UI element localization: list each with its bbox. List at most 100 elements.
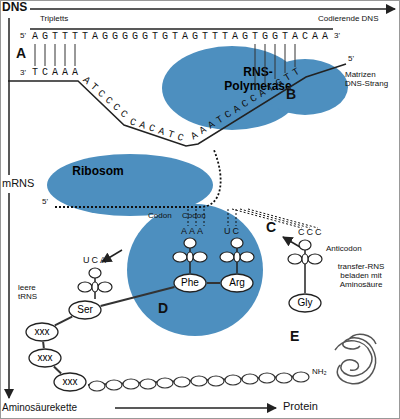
stage-name: Aminosäurekette: [2, 402, 77, 414]
oval-shape: [289, 294, 321, 312]
dna-backbone: [8, 64, 346, 146]
strand-end: 5': [20, 31, 26, 40]
amino-acid-name: Ser: [68, 300, 102, 320]
annotation: Codierende DNS: [318, 14, 378, 23]
amino-acid-name: Phe: [173, 273, 207, 293]
callout-letter: D: [158, 300, 168, 316]
oval-shape: [54, 373, 86, 391]
codon-letters: CCC: [298, 227, 324, 237]
annotation: NH₂: [312, 367, 327, 376]
annotation: transfer-RNS beladen mit Aminosäure: [325, 262, 397, 290]
callout-letter: E: [290, 328, 299, 344]
base-pair-rung: [75, 44, 76, 66]
amino-acid-bead: [157, 378, 173, 388]
trna-stem: [189, 262, 191, 273]
amino-acid-bead: [106, 380, 122, 390]
pairing-line: [240, 209, 310, 228]
chain-bond: [54, 367, 61, 374]
chain-bond: [101, 287, 175, 306]
oval-shape: [221, 274, 253, 292]
base-pair-rung: [295, 44, 296, 67]
amino-acid-bead: [293, 372, 309, 382]
protein-illustration: [335, 334, 376, 384]
trna-symbol: [220, 238, 254, 262]
stage-name: mRNS: [2, 177, 34, 190]
callout-letter: B: [286, 86, 296, 102]
amino-acid-bead: [174, 377, 190, 387]
amino-acid-chain: [89, 372, 309, 391]
amino-acid-oval: Phe: [173, 273, 207, 293]
pairing-line: [228, 209, 229, 226]
amino-acid-oval: xxx: [53, 372, 87, 392]
annotation: Codon: [182, 211, 206, 220]
base-pair-rung: [265, 44, 266, 85]
pairing-line: [204, 209, 205, 226]
trna-symbol: [288, 240, 322, 264]
base-pair-rung: [35, 44, 36, 66]
amino-acid-bead: [89, 381, 105, 391]
oval-shape: [174, 274, 206, 292]
base-pair-rung: [65, 44, 66, 66]
amino-acid-oval: xxx: [28, 348, 62, 368]
callout-letter: C: [266, 219, 276, 235]
pointer-arrow: [102, 250, 122, 262]
dna-backbone: [30, 28, 333, 30]
amino-acid-oval: Ser: [68, 300, 102, 320]
oval-shape: [69, 301, 101, 319]
process-arrow: [115, 407, 276, 409]
amino-acid-oval: Arg: [220, 273, 254, 293]
oval-shape: [26, 323, 58, 341]
chain-bond: [42, 342, 45, 348]
stage-name: DNS: [2, 1, 27, 15]
ribosome-shape: [127, 204, 263, 336]
amino-acid-bead: [191, 376, 207, 386]
amino-acid-name: Gly: [288, 293, 322, 313]
process-arrow: [8, 193, 10, 398]
pointer-arrow: [283, 237, 300, 247]
strand-end: 5': [348, 54, 354, 63]
pairing-line: [248, 209, 318, 228]
amino-acid-bead: [276, 373, 292, 383]
trna-stem: [236, 262, 238, 273]
polymerase-shape: [162, 46, 302, 130]
sequence-label: AAATCACCATGTT: [189, 64, 305, 143]
node-title: Ribosom: [63, 164, 133, 178]
amino-acid-bead: [259, 373, 275, 383]
codon-pairing: [188, 209, 318, 228]
codon-letters: UCA: [83, 255, 108, 265]
amino-acid-bead: [140, 379, 156, 389]
process-arrow: [30, 8, 395, 10]
trna-symbol: [173, 238, 207, 262]
mrna-strand: [55, 150, 221, 207]
amino-acid-bead: [208, 376, 224, 386]
strand-end: 3': [20, 68, 26, 77]
chain-bond: [55, 317, 72, 326]
annotation: Anticodon: [326, 244, 362, 253]
pairing-line: [188, 209, 189, 226]
amino-acid-oval: Gly: [288, 293, 322, 313]
stage-name: Protein: [283, 400, 318, 413]
base-pair-rungs: [35, 44, 295, 90]
amino-acid-oval: xxx: [25, 322, 59, 342]
strand-end: 3': [334, 31, 340, 40]
sequence-label: TCAAA: [32, 67, 82, 79]
amino-acid-name: xxx: [25, 322, 59, 342]
amino-acid-bead: [123, 379, 139, 389]
base-pair-rung: [275, 44, 276, 79]
annotation: Matrizen DNS-Strang: [345, 70, 397, 88]
pairing-line: [236, 209, 237, 226]
callout-letter: A: [16, 45, 26, 61]
codon-letters: AAA: [181, 226, 205, 236]
pairing-line: [196, 209, 197, 226]
amino-acid-bead: [225, 375, 241, 385]
annotation: Tripletts: [40, 14, 68, 23]
trna-stem: [304, 264, 306, 293]
trna-stem: [94, 292, 96, 299]
base-pair-rung: [255, 44, 256, 90]
sequence-label: ATCCCC: [80, 74, 132, 123]
